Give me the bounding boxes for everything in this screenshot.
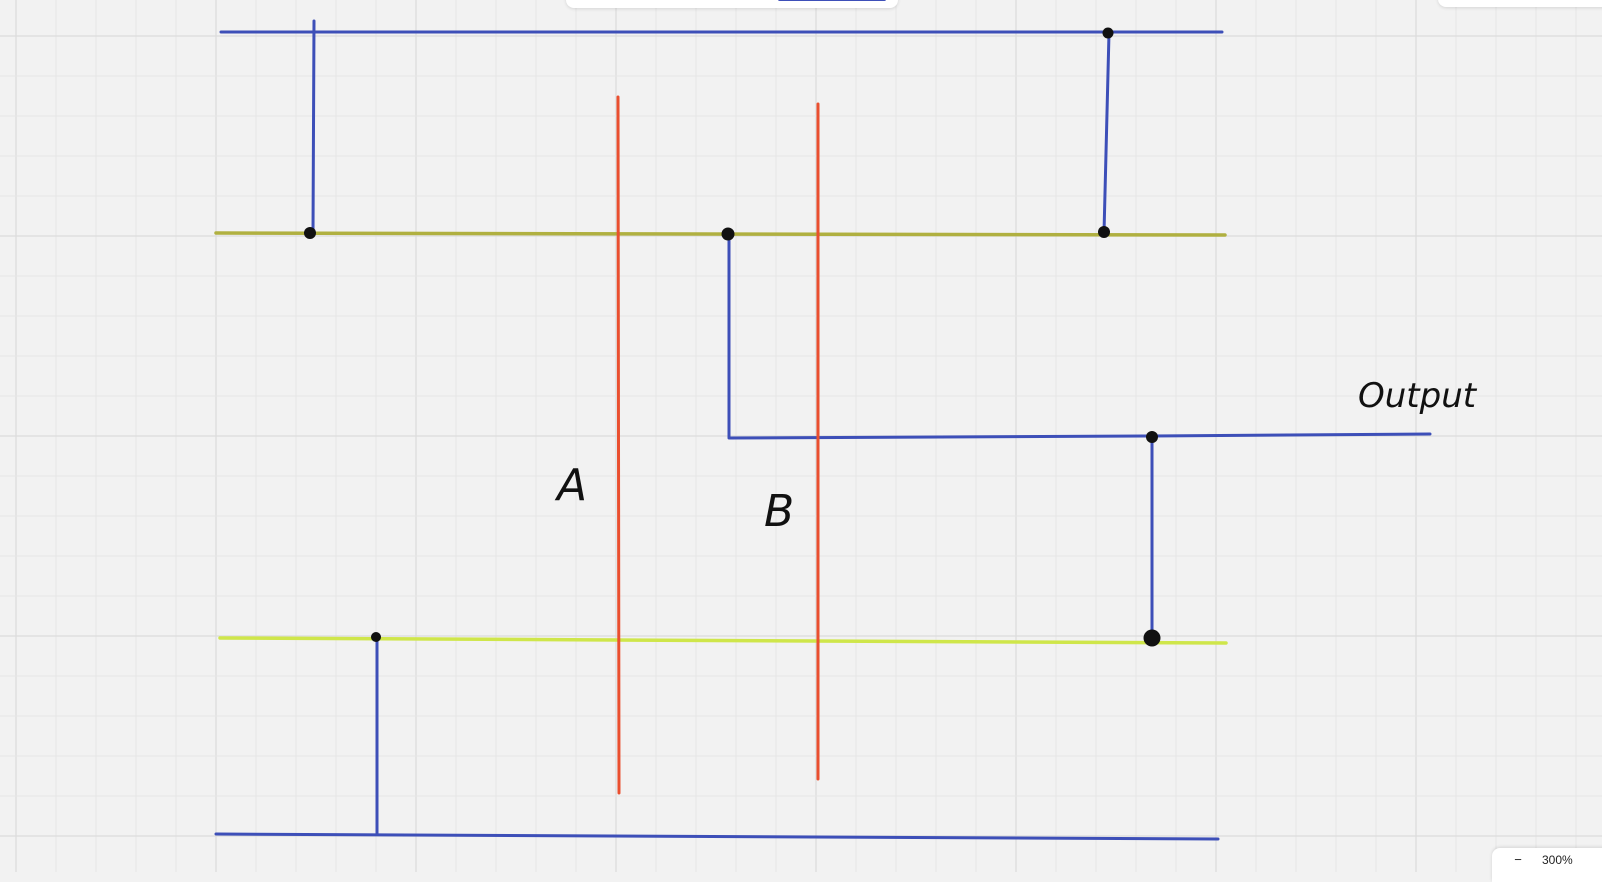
junction-node[interactable] [721,227,735,241]
olive-rail[interactable] [214,231,1227,237]
yellow-rail[interactable] [218,636,1228,645]
middle-step-connector[interactable] [727,233,1154,440]
zoom-level: 300% [1542,853,1573,867]
label-a[interactable]: A [554,460,587,511]
zoom-control: − 300% [1492,848,1602,882]
output-wire[interactable] [1150,432,1432,438]
red-line-a[interactable] [616,95,621,795]
zoom-out-button[interactable]: − [1514,852,1522,867]
label-output[interactable]: Output [1358,376,1478,416]
junction-node[interactable] [1102,27,1114,39]
bottom-blue-rail[interactable] [214,832,1220,841]
top-toolbar[interactable] [566,0,898,8]
active-tool-indicator [778,0,886,1]
junction-node[interactable] [1146,431,1158,443]
junction-node[interactable] [1143,629,1161,647]
left-vertical-connector[interactable] [311,19,316,235]
junction-node[interactable] [371,632,381,642]
junction-node[interactable] [304,227,316,239]
top-right-toolbar[interactable] [1438,0,1602,7]
junction-node[interactable] [1098,226,1110,238]
right-vertical-connector[interactable] [1102,31,1111,235]
label-b[interactable]: B [764,486,794,537]
